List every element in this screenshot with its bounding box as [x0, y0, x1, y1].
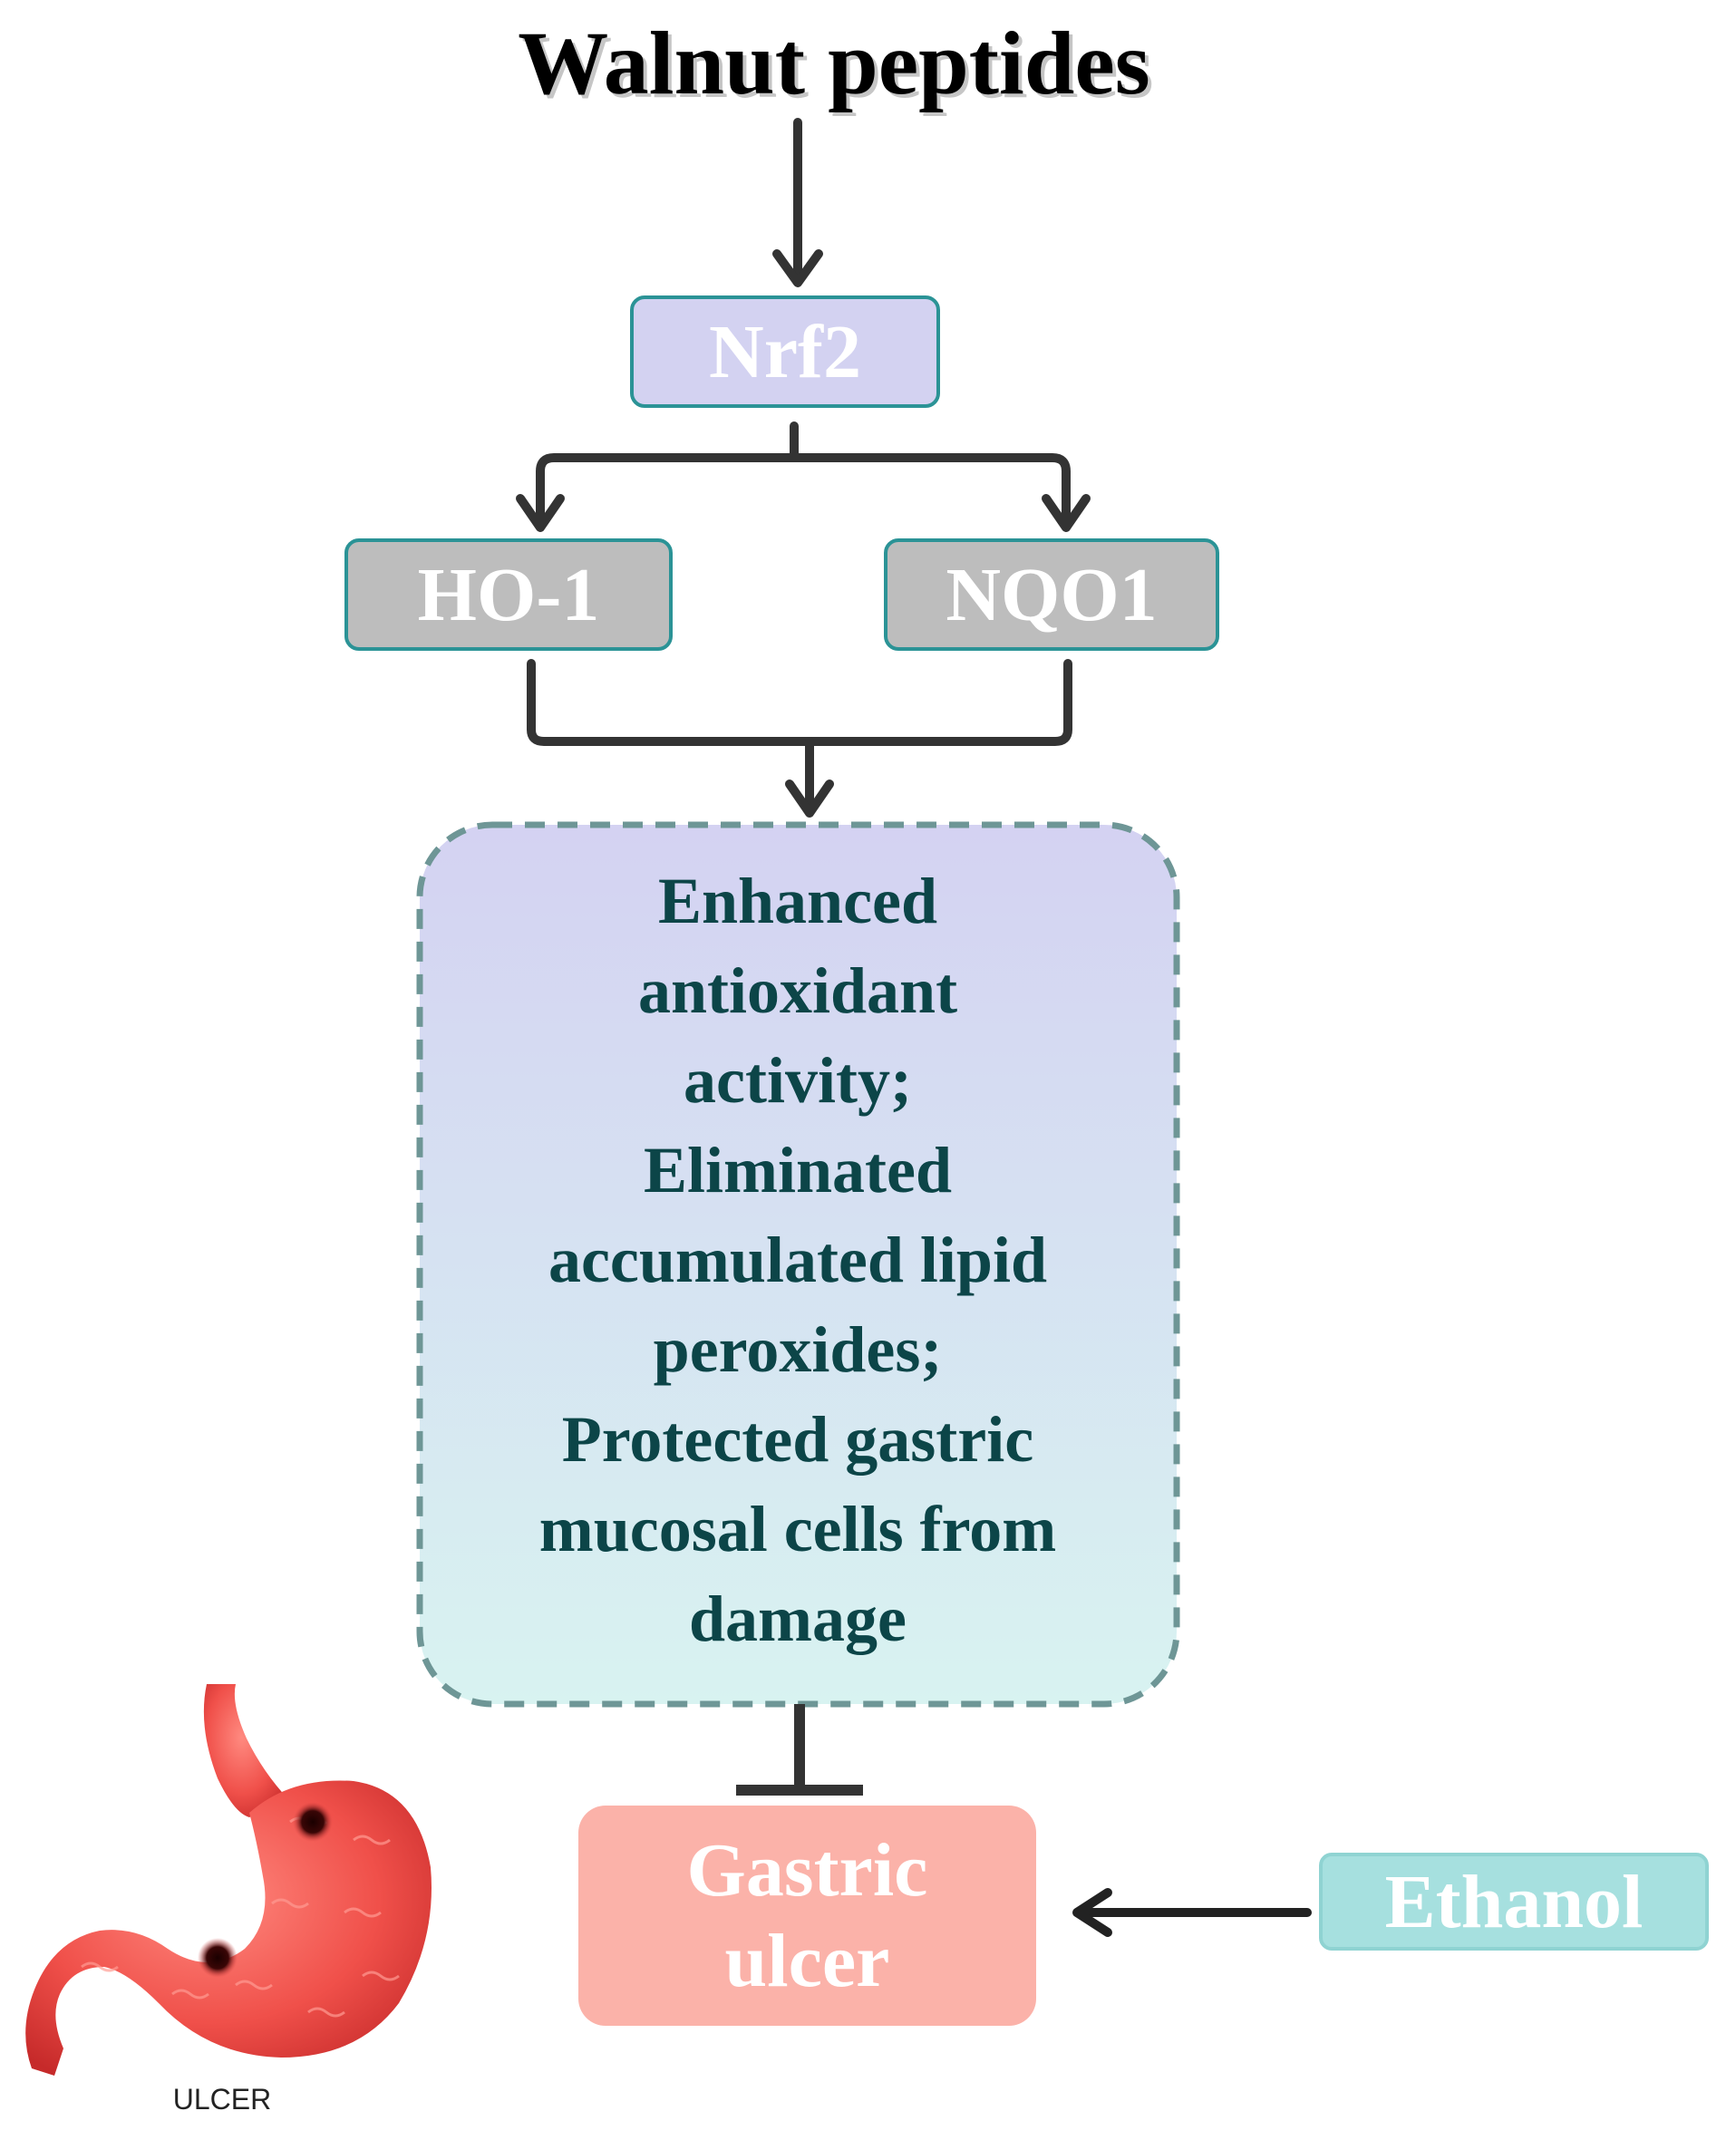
nqo1-node: NQO1 [884, 538, 1219, 651]
effects-line: Protected gastric [561, 1403, 1034, 1476]
effects-line: antioxidant [637, 954, 958, 1027]
ulcer-illustration-label: ULCER [172, 2083, 272, 2116]
ethanol-node: Ethanol [1319, 1853, 1709, 1951]
effects-line: Enhanced [657, 865, 938, 937]
arrow-nrf2-to-enzymes [516, 421, 1091, 532]
gastric-ulcer-line: ulcer [724, 1918, 890, 2003]
effects-line: activity; [684, 1044, 912, 1117]
effects-line: Eliminated [643, 1134, 953, 1206]
arrow-enzymes-to-effects [527, 659, 1072, 818]
effects-text: Enhanced antioxidant activity; Eliminate… [426, 857, 1169, 1664]
effects-line: mucosal cells from [538, 1493, 1057, 1565]
effects-line: accumulated lipid [548, 1224, 1048, 1296]
arrow-title-to-nrf2 [772, 118, 823, 287]
nrf2-node: Nrf2 [630, 295, 940, 408]
effects-line: damage [689, 1583, 907, 1655]
stomach-ulcer-icon [25, 1684, 432, 2076]
effects-line: peroxides; [653, 1313, 943, 1386]
arrow-ethanol-to-ulcer [1072, 1888, 1312, 1937]
inhibition-bar [736, 1704, 863, 1796]
diagram-title: Walnut peptides [518, 13, 1150, 113]
gastric-ulcer-node: Gastric ulcer [578, 1806, 1036, 2026]
ho1-node: HO-1 [344, 538, 673, 651]
gastric-ulcer-line: Gastric [686, 1827, 928, 1912]
